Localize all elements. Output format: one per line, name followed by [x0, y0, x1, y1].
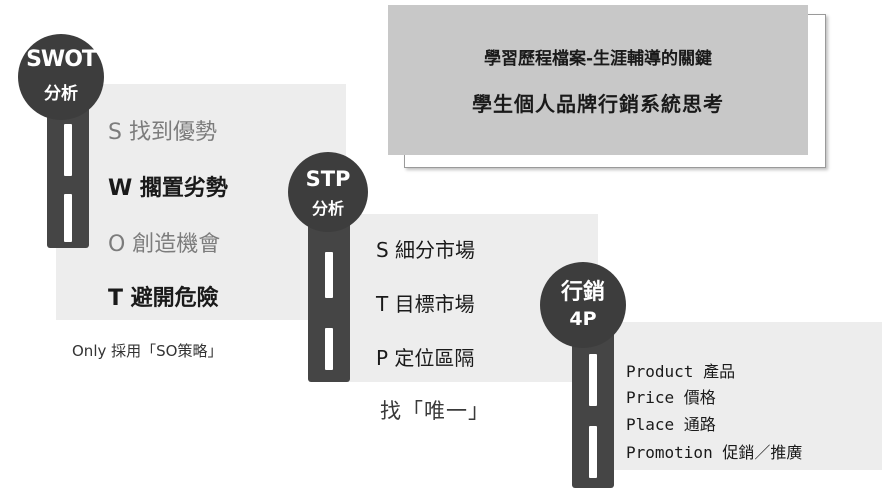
swot-badge: SWOT 分析 — [18, 34, 104, 120]
title-card — [388, 5, 808, 155]
marketing-4p-item-price: Price 價格 — [626, 388, 716, 407]
title-line-1: 學習歷程檔案-生涯輔導的關鍵 — [483, 49, 713, 69]
swot-note: Only 採用「SO策略」 — [72, 342, 223, 360]
signpost-dash — [64, 194, 72, 242]
marketing-4p-item-promotion: Promotion 促銷／推廣 — [626, 443, 803, 462]
marketing-4p-badge-title: 行銷 — [560, 280, 605, 305]
title-line-2: 學生個人品牌行銷系統思考 — [472, 92, 724, 116]
swot-item-threat: T 避開危險 — [108, 286, 219, 311]
signpost-dash — [325, 328, 333, 370]
signpost-dash — [64, 124, 72, 176]
swot-badge-title: SWOT — [26, 47, 97, 72]
stp-item-positioning: P 定位區隔 — [376, 346, 475, 370]
stp-badge-subtitle: 分析 — [311, 199, 344, 218]
stp-note: 找「唯一」 — [380, 399, 490, 423]
marketing-4p-panel — [598, 322, 882, 470]
swot-badge-subtitle: 分析 — [44, 84, 78, 104]
stp-item-segmentation: S 細分市場 — [376, 238, 476, 262]
marketing-4p-badge-subtitle: 4P — [569, 308, 597, 330]
marketing-4p-item-place: Place 通路 — [626, 415, 716, 434]
swot-item-strength: S 找到優勢 — [108, 120, 217, 145]
marketing-4p-badge: 行銷 4P — [540, 262, 626, 348]
signpost-dash — [325, 252, 333, 298]
signpost-dash — [589, 354, 597, 406]
swot-item-weakness: W 擱置劣勢 — [108, 176, 228, 201]
marketing-4p-item-product: Product 產品 — [626, 362, 736, 381]
swot-item-opportunity: O 創造機會 — [108, 232, 221, 257]
stp-item-targeting: T 目標市場 — [376, 292, 475, 316]
signpost-dash — [589, 426, 597, 478]
stp-badge: STP 分析 — [288, 152, 368, 232]
stp-badge-title: STP — [305, 167, 351, 191]
